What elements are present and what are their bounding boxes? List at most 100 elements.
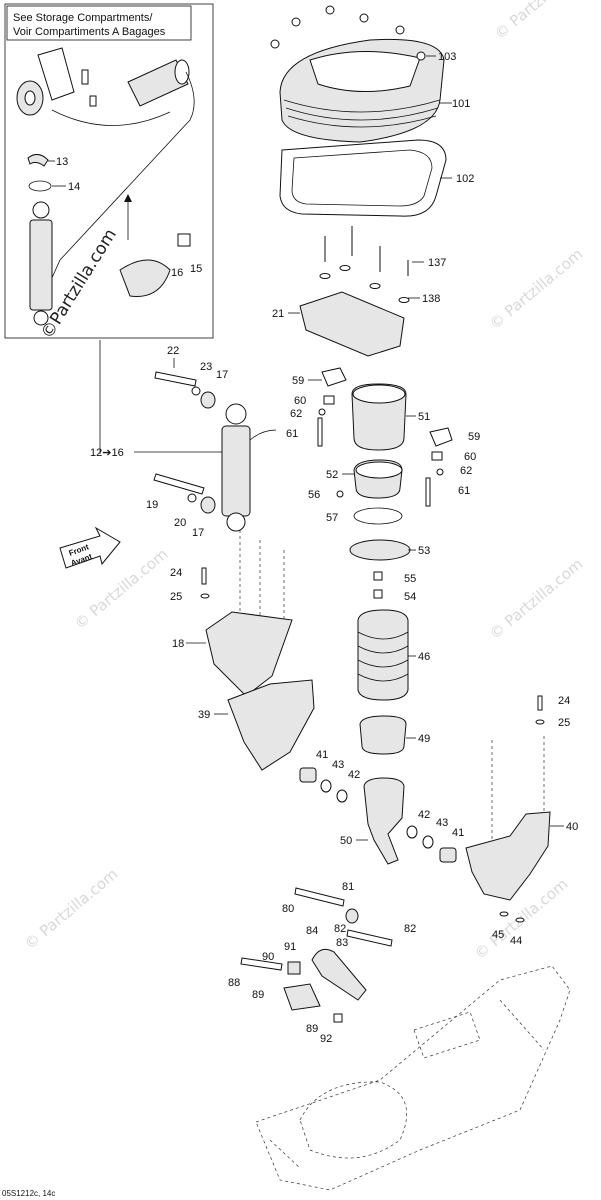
hull-outline bbox=[255, 965, 571, 1191]
hinge-hub bbox=[24, 90, 36, 106]
callout-60b: 60 bbox=[464, 451, 476, 463]
callout-53: 53 bbox=[418, 545, 430, 557]
callout-23: 23 bbox=[200, 361, 212, 373]
inset-title-line1: See Storage Compartments/ bbox=[13, 12, 153, 24]
cover-ribs bbox=[283, 99, 441, 128]
callout-62b: 62 bbox=[460, 465, 472, 477]
callout-25b: 25 bbox=[558, 717, 570, 729]
callout-82: 82 bbox=[334, 923, 346, 935]
callout-39: 39 bbox=[198, 709, 210, 721]
callout-46: 46 bbox=[418, 651, 430, 663]
clamp-ring bbox=[28, 180, 52, 192]
callout-90: 90 bbox=[262, 951, 274, 963]
callout-60: 60 bbox=[294, 395, 306, 407]
storage-inset: See Storage Compartments/ Voir Compartim… bbox=[4, 3, 214, 343]
bushing bbox=[200, 496, 216, 514]
pointer-arrowhead bbox=[124, 194, 132, 202]
pivot-sleeve bbox=[299, 767, 317, 783]
callout-56: 56 bbox=[308, 489, 320, 501]
callout-55: 55 bbox=[404, 573, 416, 585]
lower-bolt bbox=[153, 473, 205, 495]
clamp-59 bbox=[321, 367, 347, 387]
bracket-39 bbox=[227, 679, 315, 771]
callout-81: 81 bbox=[342, 881, 354, 893]
watermark: © Partzilla.com bbox=[486, 555, 586, 643]
air-cover-group: 101 103 102 bbox=[270, 5, 474, 217]
bracket-18 bbox=[205, 611, 293, 697]
pivot-arm-50 bbox=[363, 777, 405, 865]
callout-14: 14 bbox=[68, 181, 80, 193]
callout-61: 61 bbox=[286, 428, 298, 440]
shock-absorber bbox=[221, 425, 251, 517]
callout-41: 41 bbox=[316, 749, 328, 761]
inset-title-line2: Voir Compartiments A Bagages bbox=[13, 26, 166, 38]
front-direction-arrow: Front Avant bbox=[59, 526, 121, 569]
left-pivot-parts: 41 43 42 bbox=[299, 749, 360, 803]
callout-84: 84 bbox=[306, 925, 318, 937]
bolts-137 bbox=[324, 226, 409, 276]
o-ring-57 bbox=[353, 507, 403, 525]
inset-bolt bbox=[81, 69, 89, 85]
callout-54: 54 bbox=[404, 591, 416, 603]
callout-82b: 82 bbox=[404, 923, 416, 935]
callout-91: 91 bbox=[284, 941, 296, 953]
screw-24 bbox=[201, 567, 207, 585]
callout-44: 44 bbox=[510, 935, 522, 947]
callout-19: 19 bbox=[146, 499, 158, 511]
cover-gasket bbox=[279, 139, 447, 217]
air-cover-opening bbox=[309, 50, 421, 92]
callout-62: 62 bbox=[290, 408, 302, 420]
link-arm-91 bbox=[311, 948, 367, 1001]
plate-89 bbox=[283, 983, 321, 1011]
shock-hose bbox=[249, 429, 277, 441]
callout-43b: 43 bbox=[436, 817, 448, 829]
callout-18: 18 bbox=[172, 638, 184, 650]
callout-41b: 41 bbox=[452, 827, 464, 839]
inset-strut-eye bbox=[33, 310, 49, 326]
callout-52: 52 bbox=[326, 469, 338, 481]
callout-103: 103 bbox=[438, 51, 456, 63]
screw-head bbox=[416, 51, 426, 61]
watermark: © Partzilla.com bbox=[486, 245, 586, 333]
callout-17: 17 bbox=[216, 369, 228, 381]
callout-13: 13 bbox=[56, 156, 68, 168]
callout-25: 25 bbox=[170, 591, 182, 603]
callout-61b: 61 bbox=[458, 485, 470, 497]
callout-17b: 17 bbox=[192, 527, 204, 539]
shock-group: 22 23 17 19 20 17 bbox=[146, 345, 277, 539]
watermark: © Partzilla.com bbox=[21, 865, 121, 953]
watermark: © Partzilla.com bbox=[491, 0, 591, 43]
shock-top-eye bbox=[225, 403, 247, 425]
callout-51: 51 bbox=[418, 411, 430, 423]
inset-cylinder-end bbox=[174, 59, 190, 85]
inset-bolt bbox=[89, 95, 97, 107]
inset-arrow-curve bbox=[51, 109, 171, 126]
callout-80: 80 bbox=[282, 903, 294, 915]
callout-21: 21 bbox=[272, 308, 284, 320]
callout-102: 102 bbox=[456, 173, 474, 185]
bracket-40 bbox=[465, 811, 551, 901]
callout-59: 59 bbox=[292, 375, 304, 387]
diagram-code: 05S1212c, 14c bbox=[2, 1189, 55, 1198]
spring-46 bbox=[357, 609, 409, 701]
lower-linkage-group: 80 81 82 83 82 84 91 90 88 89 89 92 bbox=[228, 881, 416, 1045]
cap-49 bbox=[359, 715, 407, 755]
plate-53 bbox=[349, 539, 411, 561]
callout-49: 49 bbox=[418, 733, 430, 745]
nut-60 bbox=[323, 395, 335, 405]
callout-24: 24 bbox=[170, 567, 182, 579]
callout-59b: 59 bbox=[468, 431, 480, 443]
callout-138: 138 bbox=[422, 293, 440, 305]
inset-strut bbox=[29, 219, 53, 311]
inset-strut-eye bbox=[32, 201, 50, 219]
clip-part bbox=[27, 154, 49, 167]
inset-cylinder bbox=[127, 59, 189, 107]
mounting-plate bbox=[299, 291, 405, 357]
callout-50: 50 bbox=[340, 835, 352, 847]
callout-137: 137 bbox=[428, 257, 446, 269]
callout-40: 40 bbox=[566, 821, 578, 833]
callout-101: 101 bbox=[452, 98, 470, 110]
callout-83: 83 bbox=[336, 937, 348, 949]
bellows-boot bbox=[119, 259, 171, 297]
callout-16: 16 bbox=[171, 267, 183, 279]
